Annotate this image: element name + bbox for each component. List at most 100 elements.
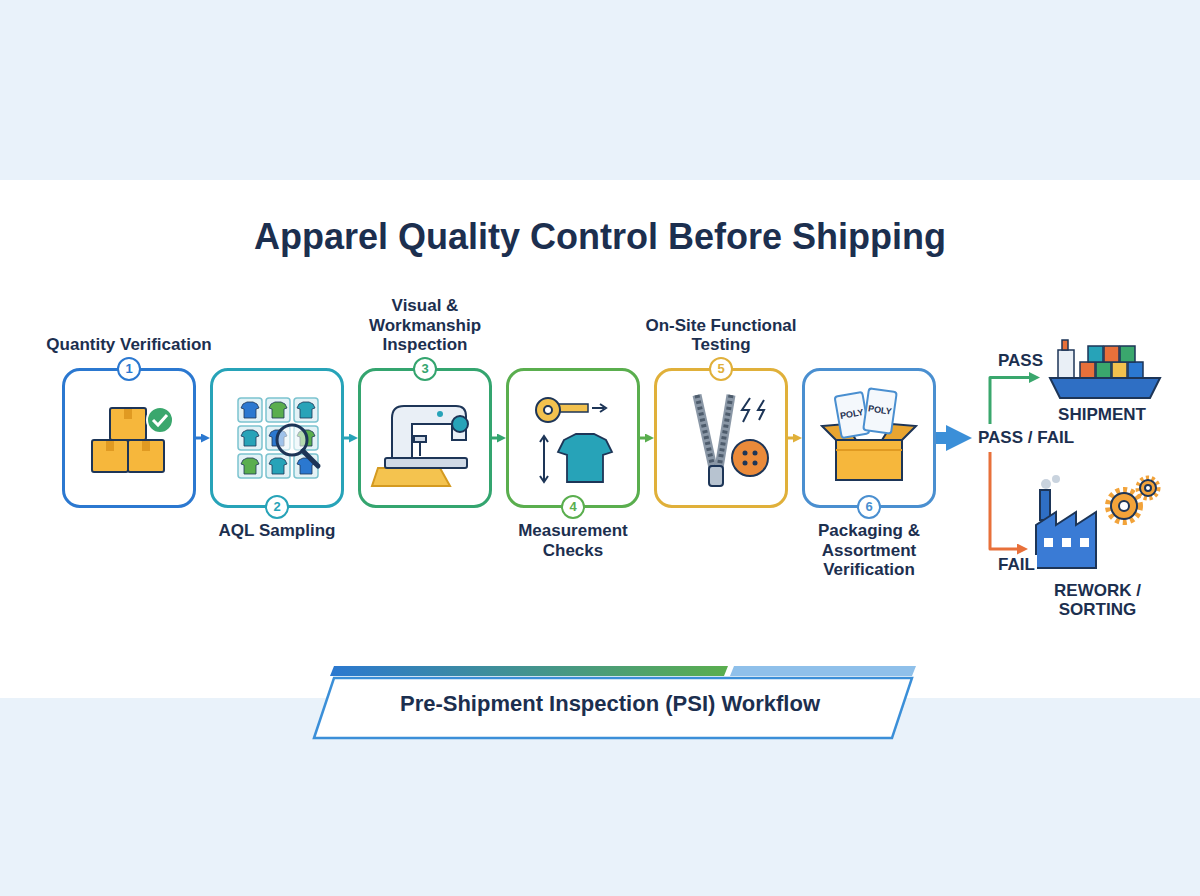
step-number: 5 bbox=[709, 357, 733, 381]
step-number: 6 bbox=[857, 495, 881, 519]
factory-icon-part bbox=[1041, 479, 1051, 489]
zipper-button-icon-part bbox=[719, 395, 731, 468]
step-number: 3 bbox=[413, 357, 437, 381]
step-number: 1 bbox=[117, 357, 141, 381]
sample-grid-icon-part-part bbox=[294, 454, 318, 478]
sample-grid-icon-part bbox=[241, 402, 315, 474]
sewing-machine-icon-part bbox=[372, 468, 450, 486]
flow-arrow bbox=[990, 452, 1017, 549]
rework-node: REWORK / SORTING bbox=[1028, 478, 1167, 620]
flow-arrow bbox=[344, 437, 349, 440]
factory-icon-part-part bbox=[1062, 538, 1071, 547]
cartons-icon-part bbox=[128, 440, 164, 472]
factory-icon-part bbox=[1040, 490, 1050, 520]
cartons-icon-part bbox=[110, 408, 146, 440]
ship-icon-part bbox=[1104, 346, 1119, 362]
zipper-button-icon-part-part bbox=[743, 461, 748, 466]
sewing-machine-icon-part bbox=[385, 458, 467, 468]
edge-label: PASS bbox=[996, 351, 1045, 371]
flow-arrow bbox=[788, 437, 793, 440]
sewing-machine-icon bbox=[372, 406, 468, 486]
step-label: Quantity Verification bbox=[44, 335, 214, 355]
packaging-icon-part bbox=[835, 392, 870, 438]
zipper-button-icon-part bbox=[709, 466, 723, 486]
step-label: Packaging & Assortment Verification bbox=[784, 521, 954, 580]
step-number: 2 bbox=[265, 495, 289, 519]
caption-banner bbox=[314, 666, 916, 738]
factory-icon bbox=[1036, 475, 1158, 568]
flow-arrow bbox=[640, 437, 645, 440]
step-box: 2AQL Sampling bbox=[210, 368, 344, 508]
packaging-icon bbox=[822, 388, 916, 480]
packaging-icon-part bbox=[863, 388, 897, 433]
zipper-button-icon-part-part bbox=[743, 451, 748, 456]
flow-arrow bbox=[936, 432, 946, 444]
cartons-icon-part bbox=[124, 409, 132, 419]
decision-label: PASS / FAIL bbox=[972, 424, 1200, 452]
measurement-icon-part bbox=[544, 406, 552, 414]
zipper-button-icon-part bbox=[743, 451, 758, 466]
measurement-icon bbox=[536, 398, 612, 482]
sample-grid-icon-part-part bbox=[266, 454, 290, 478]
node-label: PASS / FAIL bbox=[975, 426, 1200, 450]
zipper-button-icon-part bbox=[697, 395, 713, 468]
zipper-button-icon-part bbox=[732, 440, 768, 476]
sample-grid-icon-part-part bbox=[238, 426, 262, 450]
sewing-machine-icon-part bbox=[437, 411, 443, 417]
measurement-icon-part bbox=[543, 438, 545, 480]
factory-icon-part bbox=[1138, 478, 1158, 498]
measurement-icon-part bbox=[540, 436, 548, 482]
sample-grid-icon-part-part bbox=[269, 458, 287, 474]
factory-icon-part bbox=[1036, 512, 1096, 568]
sample-grid-icon bbox=[238, 398, 318, 478]
factory-icon-part bbox=[1140, 480, 1156, 496]
step-label: On-Site Functional Testing bbox=[636, 316, 806, 355]
sample-grid-icon-part-part bbox=[238, 398, 262, 422]
zipper-button-icon-part bbox=[742, 398, 764, 422]
ship-icon-part bbox=[1050, 378, 1160, 398]
measurement-icon-part bbox=[558, 434, 612, 482]
ship-icon-part bbox=[1128, 362, 1143, 378]
step-number: 4 bbox=[561, 495, 585, 519]
cartons-icon-part bbox=[142, 441, 150, 451]
measurement-icon-part bbox=[600, 404, 606, 412]
zipper-button-icon bbox=[697, 395, 768, 486]
sample-grid-icon-part-part bbox=[269, 402, 287, 418]
sample-grid-icon-part-part bbox=[266, 398, 290, 422]
ship-icon bbox=[1050, 340, 1160, 398]
caption-banner-part bbox=[730, 666, 916, 676]
flow-arrow bbox=[492, 437, 497, 440]
measurement-icon-part bbox=[536, 398, 560, 422]
factory-icon-part bbox=[1052, 475, 1060, 483]
zipper-button-icon-part-part bbox=[753, 451, 758, 456]
factory-icon-part bbox=[1108, 490, 1140, 522]
sample-grid-icon-part-part bbox=[294, 398, 318, 422]
node-label: SHIPMENT bbox=[1040, 405, 1164, 425]
step-box: 6Packaging & Assortment Verification bbox=[802, 368, 936, 508]
caption-banner-part bbox=[330, 666, 728, 676]
step-label: Measurement Checks bbox=[488, 521, 658, 560]
cartons-icon bbox=[92, 407, 173, 472]
ship-icon-part bbox=[1058, 350, 1074, 378]
sample-grid-icon-part-part bbox=[297, 402, 315, 418]
measurement-icon-part bbox=[592, 407, 604, 409]
zipper-button-icon-part bbox=[719, 395, 731, 468]
ship-icon-part bbox=[1088, 346, 1103, 362]
factory-icon-part bbox=[1044, 538, 1089, 547]
step-box: 4Measurement Checks bbox=[506, 368, 640, 508]
node-label: REWORK / SORTING bbox=[1028, 581, 1167, 620]
factory-icon-part bbox=[1111, 493, 1137, 519]
sample-grid-icon-part-part bbox=[238, 454, 262, 478]
cartons-icon-part bbox=[106, 441, 114, 451]
step-box: 1Quantity Verification bbox=[62, 368, 196, 508]
sewing-machine-icon-part bbox=[452, 416, 468, 432]
zipper-button-icon-part-part bbox=[753, 461, 758, 466]
cartons-icon-part bbox=[147, 407, 173, 433]
step-box: 5On-Site Functional Testing bbox=[654, 368, 788, 508]
factory-icon-part bbox=[1119, 501, 1129, 511]
sewing-machine-icon-part bbox=[414, 436, 426, 442]
cartons-icon-part bbox=[153, 415, 167, 425]
caption-banner-part bbox=[314, 678, 912, 738]
step-label: Visual & Workmanship Inspection bbox=[340, 296, 510, 355]
